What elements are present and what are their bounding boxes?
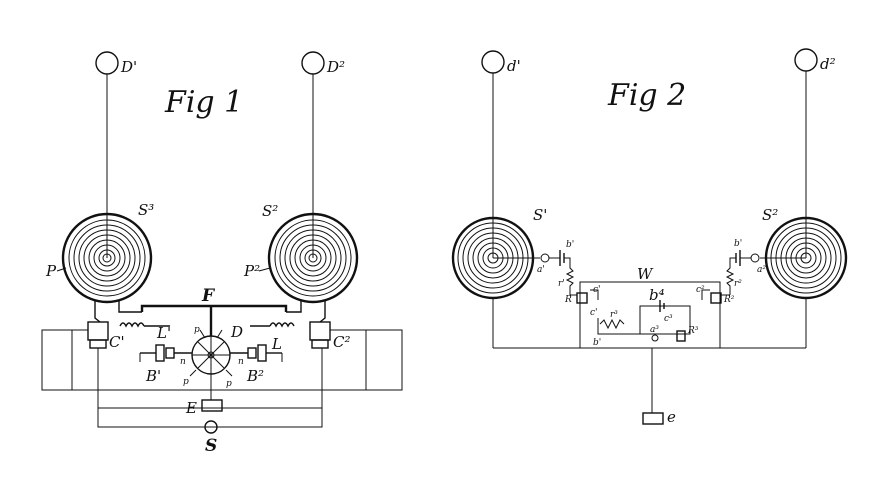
label-a1: a' [537,265,545,275]
fig2-title: Fig 2 [607,78,686,113]
label-r2-small: r² [734,279,742,289]
condenser-c1 [87,321,109,349]
label-d: D [230,323,243,341]
terminal-d2 [301,51,325,75]
label-r2: R² [723,295,735,305]
label-s1-fig2: S' [533,206,547,224]
label-b-inner: b' [593,338,601,348]
figure-1: Fig 1 D' D² [41,51,403,456]
source-s [204,420,218,434]
terminal-d1-small [481,50,505,74]
label-s2-fig2: S² [762,206,778,224]
label-b4: b⁴ [649,286,665,304]
figure-2: Fig 2 d' d² S' S² [451,48,848,426]
label-c-inner: c' [590,308,598,318]
label-l1: L' [156,324,171,342]
label-b1-fig2: b' [566,240,574,250]
label-d2-small: d² [820,55,836,73]
terminal-d2-small [794,48,818,72]
spiral-coil-s2 [267,212,359,304]
relay-r2 [710,292,722,304]
label-p2: P² [243,262,260,280]
label-a2: a² [757,265,766,275]
brush-b2 [230,344,282,362]
label-w: W [637,265,654,283]
fig1-title: Fig 1 [164,85,243,120]
earth-plate-e-fig2 [642,412,664,425]
label-c3: c³ [664,314,673,324]
label-r1: r' [558,279,565,289]
label-r3: R³ [687,326,699,336]
label-c1: C' [109,333,125,351]
label-d2: D² [326,58,345,76]
condenser-c2 [309,321,331,349]
label-d1: D' [120,58,137,76]
inductor-l2 [250,322,295,328]
label-s: S [205,436,217,456]
label-p-lower-left: p [183,377,189,387]
label-d1-small: d' [507,57,521,75]
label-c2-fig2: c² [696,285,705,295]
label-p1: P [45,262,57,280]
earth-plate-e [201,399,223,412]
label-a3: a³ [650,325,659,335]
label-n1: n [180,357,186,367]
label-f: F [201,286,216,306]
relay-r3 [676,330,686,342]
brush-b1 [140,344,192,362]
label-s1: S³ [138,201,154,219]
label-p-upper: p [194,325,200,335]
relay-r [576,292,588,304]
label-p-lower-right: p [226,379,232,389]
label-l2: L [271,335,282,353]
inductor-l1 [119,322,170,328]
label-n2: n [238,357,244,367]
label-b2-fig2: b' [734,239,742,249]
label-b1: B' [145,367,161,385]
spiral-coil-s1 [61,212,153,304]
label-r: R [564,295,572,305]
label-e-fig2: e [667,408,676,426]
terminal-d1 [95,51,119,75]
label-r3-small: r³ [610,310,618,320]
label-e: E [185,399,197,417]
label-b2: B² [246,367,264,385]
label-c1-fig2: c' [593,285,601,295]
distributor-d [189,329,233,377]
label-c2: C² [333,333,351,351]
label-s2: S² [262,202,278,220]
